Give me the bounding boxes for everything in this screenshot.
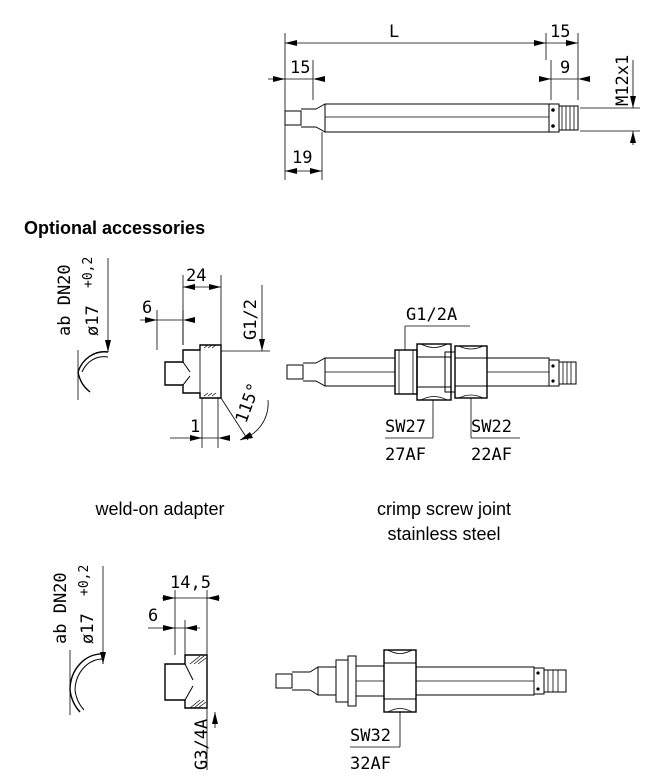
dim-6: 6 xyxy=(142,298,152,318)
weld-adapter-1: ab DN20 ø17 +0,2 xyxy=(55,257,270,448)
dim-14-5: 14,5 xyxy=(170,573,211,593)
dim-15-right: 15 xyxy=(550,22,570,42)
sensor-drawing: L 15 15 9 19 M12x1 xyxy=(268,22,640,180)
caption-crimp-line-2: stainless steel xyxy=(387,524,500,544)
weld-adapter-2: ab DN20 ø17 +0,2 xyxy=(51,565,220,770)
thread-g34a: G3/4A xyxy=(192,719,212,770)
sw22-label: SW22 xyxy=(471,417,512,437)
ab-dn20-label: ab DN20 xyxy=(55,264,75,336)
angle-115: 115° xyxy=(232,380,265,425)
dim-24: 24 xyxy=(186,266,206,286)
af27-label: 27AF xyxy=(385,445,426,465)
thread-g12a: G1/2A xyxy=(406,305,457,325)
dim-15-left: 15 xyxy=(290,58,310,78)
sw32-label: SW32 xyxy=(350,726,391,746)
tolerance-label: +0,2 xyxy=(81,257,96,288)
dim-6-b: 6 xyxy=(148,606,158,626)
dim-1: 1 xyxy=(190,417,200,437)
diameter-label-2: ø17 xyxy=(78,613,98,644)
sw27-label: SW27 xyxy=(385,417,426,437)
dim-19: 19 xyxy=(292,148,312,168)
dim-9: 9 xyxy=(560,58,570,78)
af32-label: 32AF xyxy=(350,754,391,774)
ab-dn20-label-2: ab DN20 xyxy=(51,572,71,644)
crimp-joint: G1/2A SW27 27AF SW22 22AF xyxy=(286,305,577,465)
thread-m12: M12x1 xyxy=(613,55,633,106)
nut-joint: SW32 32AF xyxy=(275,649,567,774)
dim-L: L xyxy=(389,22,399,42)
section-heading: Optional accessories xyxy=(24,218,205,238)
caption-crimp-line-1: crimp screw joint xyxy=(377,499,511,519)
tolerance-label-2: +0,2 xyxy=(77,565,92,596)
diameter-label: ø17 xyxy=(83,305,103,336)
af22-label: 22AF xyxy=(471,445,512,465)
thread-g12: G1/2 xyxy=(241,299,261,340)
caption-weld-on-adapter: weld-on adapter xyxy=(94,499,224,519)
